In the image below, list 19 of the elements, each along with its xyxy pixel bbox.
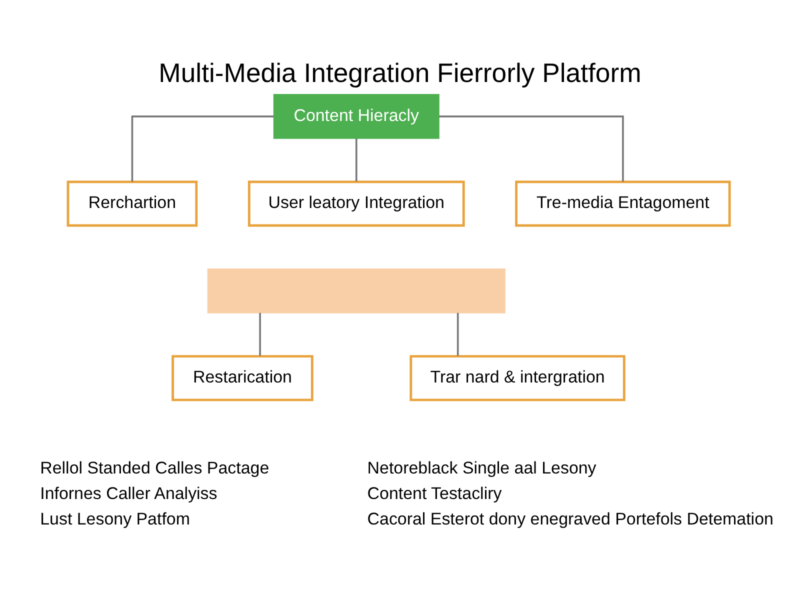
label: Netoreblack Single aal Lesony (367, 458, 596, 478)
node-box: User leatory Integration (248, 180, 465, 227)
node-box: Tre-media Entagoment (515, 180, 731, 227)
label: Cacoral Esterot dony enegraved Portefols Detemation (367, 509, 774, 528)
connector (259, 312, 261, 356)
label: Rellol Standed Calles Pactage (40, 458, 270, 478)
node-box (207, 268, 506, 314)
node-box: Rerchartion (66, 180, 198, 227)
node-box: Content Hieracly (273, 94, 440, 139)
connector (456, 312, 459, 356)
node-box: Restarication (172, 355, 314, 402)
node-box: Trar nard & intergration (410, 355, 626, 402)
label: Content Testacliry (367, 484, 502, 503)
label: Infornes Caller Analyiss (40, 484, 218, 503)
connector (438, 116, 624, 182)
diagram-title: Multi-Media Integration Fierrorly Platform (158, 58, 642, 88)
connector (355, 138, 358, 182)
connector (131, 116, 274, 182)
label: Lust Lesony Patfom (40, 509, 190, 528)
